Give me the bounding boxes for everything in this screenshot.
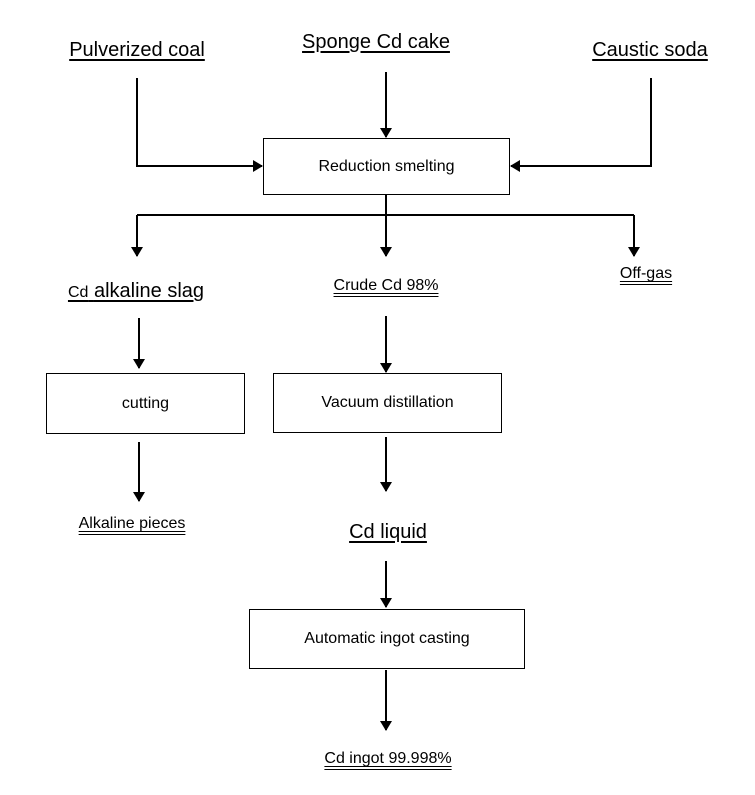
input-sponge-cd-cake: Sponge Cd cake [302, 31, 450, 53]
process-vacuum-distillation-label: Vacuum distillation [321, 394, 454, 411]
product-crude-cd: Crude Cd 98% [333, 277, 439, 294]
product-alkaline-pieces: Alkaline pieces [78, 515, 186, 532]
arrow-coal-to-smelting [136, 78, 263, 172]
process-cutting-label: cutting [121, 394, 170, 412]
input-caustic-soda: Caustic soda [592, 39, 708, 61]
alkaline-slag-prefix: Cd [67, 284, 89, 301]
product-cd-ingot: Cd ingot 99.998% [324, 750, 452, 767]
product-off-gas: Off-gas [619, 265, 673, 282]
product-cd-liquid: Cd liquid [349, 521, 427, 543]
arrow-soda-to-smelting [510, 78, 652, 172]
process-vacuum-distillation: Vacuum distillation [273, 373, 502, 433]
process-reduction-smelting-label: Reduction smelting [318, 157, 455, 175]
alkaline-slag-text: alkaline slag [93, 280, 205, 302]
process-automatic-ingot-casting-label: Automatic ingot casting [304, 630, 470, 647]
process-reduction-smelting: Reduction smelting [263, 138, 510, 195]
product-cd-alkaline-slag: Cd alkaline slag [68, 281, 204, 301]
process-automatic-ingot-casting: Automatic ingot casting [249, 609, 525, 669]
input-pulverized-coal: Pulverized coal [69, 39, 205, 61]
process-cutting: cutting [46, 373, 245, 434]
